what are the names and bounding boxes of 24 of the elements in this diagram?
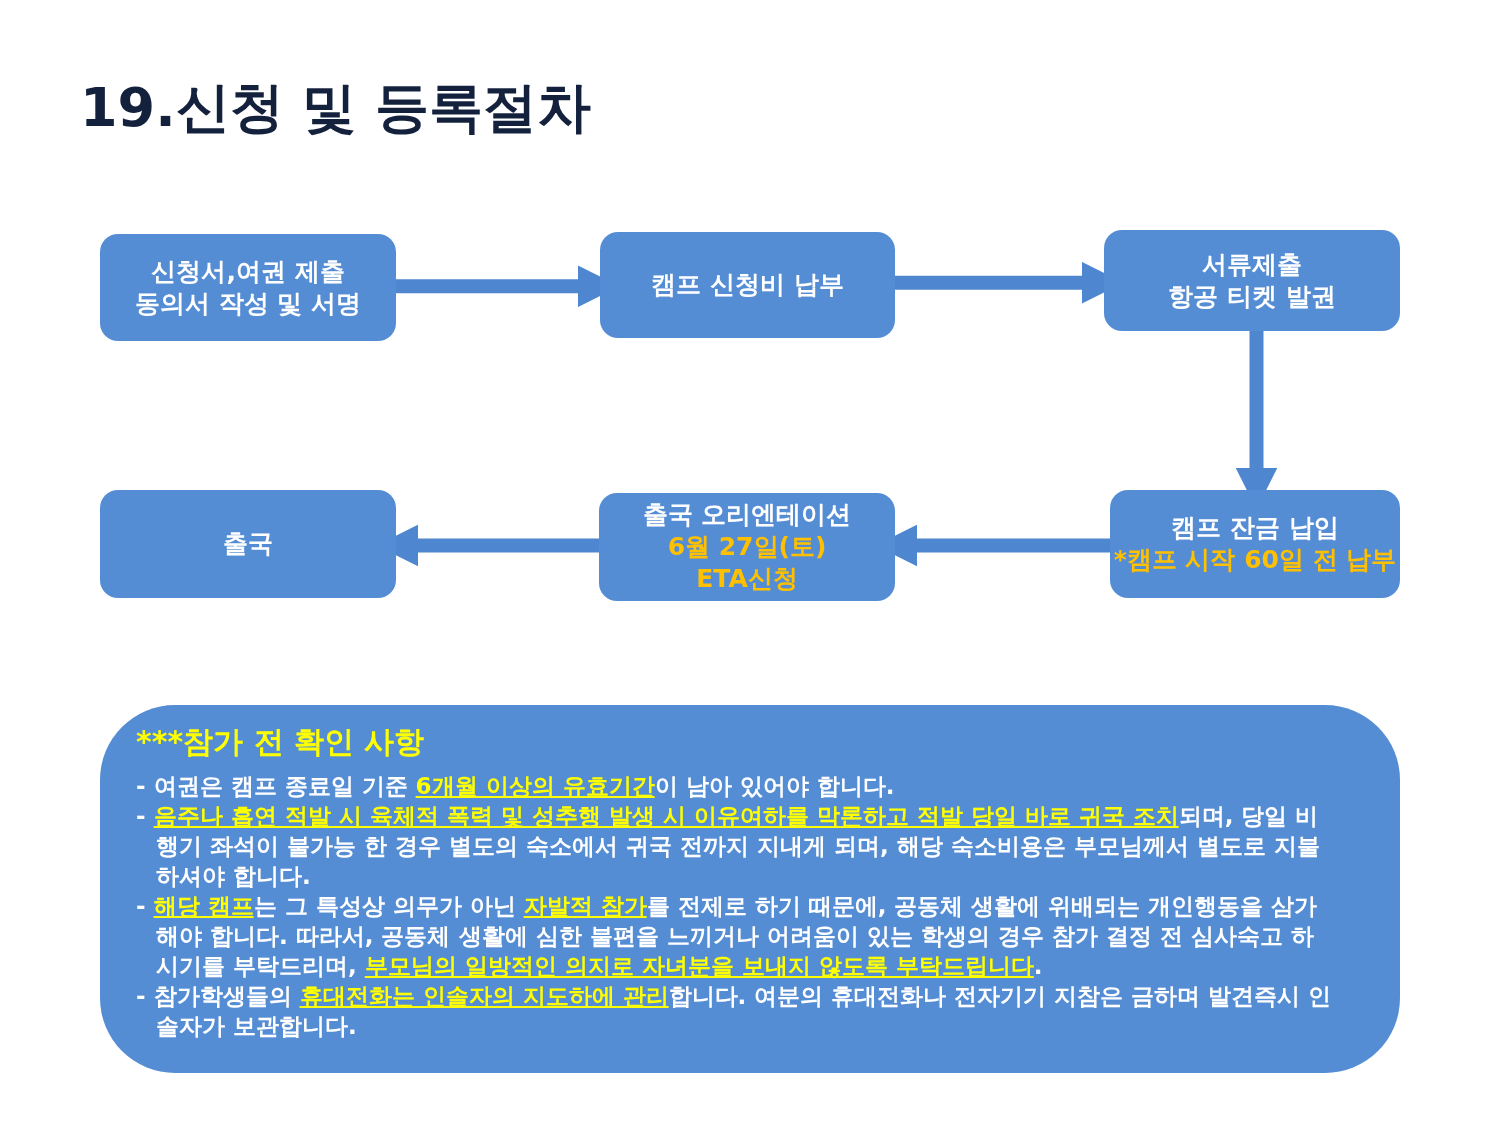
box-label: 신청서,여권 제출	[151, 255, 345, 288]
box-label: 캠프 잔금 납입	[1171, 512, 1339, 544]
box-label: 출국 오리엔테이션	[642, 499, 852, 531]
box-label: 캠프 신청비 납부	[651, 269, 844, 301]
process-box	[600, 232, 895, 338]
notice-item: - 해당 캠프는 그 특성상 의무가 아닌 자발적 참가를 전제로 하기 때문에, 공동체 생활에 위배되는 개인행동을 삼가해야 합니다. 따라서, 공동체 생활에 심한 불편을 느끼거나 어려움이 있는 학생의 경우 참가 결정 전 심사숙고 하시기를 부탁드리며, 부모님의 일방적인 의지로 자녀분을 보내지 않도록 부탁드립니다.	[136, 892, 1319, 981]
box-note: 항공 티켓 발권	[1168, 280, 1336, 313]
process-box	[1104, 230, 1400, 331]
box-note: 6월 27일(토)	[667, 531, 827, 563]
process-box	[599, 493, 895, 601]
notice-item: - 여권은 캠프 종료일 기준 6개월 이상의 유효기간이 남아 있어야 합니다.	[136, 772, 896, 801]
notice-item: - 음주나 흡연 적발 시 육체적 폭력 및 성추행 발생 시 이유여하를 막론하고 적발 당일 바로 귀국 조치되며, 당일 비행기 좌석이 불가능 한 경우 별도의 숙소에서 귀국 전까지 지내게 되며, 해당 숙소비용은 부모님께서 별도로 지불하셔야 합니다.	[136, 802, 1321, 891]
box-note: *캠프 시작 60일 전 납부	[1113, 544, 1397, 576]
process-box	[100, 234, 396, 341]
process-box	[100, 490, 396, 598]
page-title: 19.신청 및 등록절차	[80, 75, 592, 141]
notice-panel	[100, 705, 1400, 1073]
notice-heading: ***참가 전 확인 사항	[136, 727, 426, 757]
box-label: 서류제출	[1202, 248, 1302, 281]
box-note: 동의서 작성 및 서명	[134, 287, 362, 320]
process-box	[1110, 490, 1400, 598]
box-label: 출국	[223, 528, 273, 560]
box-note: ETA신청	[696, 563, 798, 595]
notice-item: - 참가학생들의 휴대전화는 인솔자의 지도하에 관리합니다. 여분의 휴대전화나 전자기기 지참은 금하며 발견즉시 인솔자가 보관합니다.	[136, 982, 1333, 1041]
